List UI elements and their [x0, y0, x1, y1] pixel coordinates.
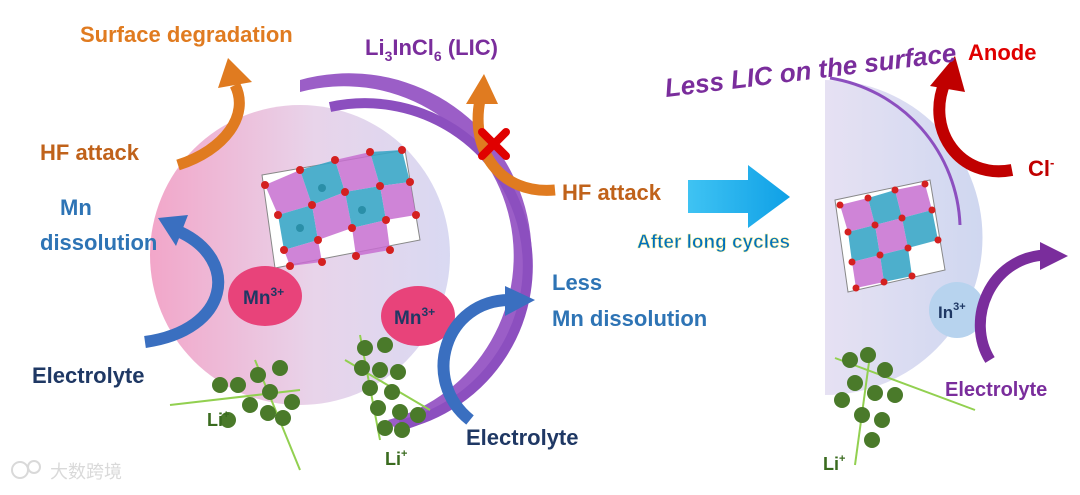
thin-lic-rim	[829, 76, 962, 226]
watermark-text: 大数跨境	[50, 462, 122, 483]
electrolyte-left-label: Electrolyte	[32, 363, 145, 388]
lic-coating-rim	[328, 98, 533, 430]
crystal-structure-right	[834, 179, 946, 293]
mn-ion-left: Mn3+	[228, 266, 302, 326]
x-mark-icon	[478, 128, 510, 160]
lic-formula-label: Li3InCl6 (LIC)	[365, 35, 498, 64]
li-cluster-right	[834, 347, 976, 466]
mn-ion-right-label: Mn3+	[394, 305, 435, 329]
watermark-logo: 大数跨境	[11, 460, 122, 483]
mn-ion-left-label: Mn3+	[243, 285, 284, 309]
hf-attack-left-label: HF attack	[40, 140, 140, 165]
crystal-structure-left	[261, 146, 421, 270]
surface-degradation-arrow	[176, 58, 252, 171]
after-cycles-arrow	[688, 165, 790, 228]
less-lic-label: Less LIC on the surface	[663, 37, 958, 103]
less-mn-dissolution-label: Mn dissolution	[552, 306, 707, 331]
li-label-right: Li+	[823, 453, 845, 474]
mn-ion-right: Mn3+	[381, 286, 455, 346]
chloride-label: Cl-	[1028, 155, 1054, 181]
li-label-left: Li+	[207, 409, 229, 430]
surface-degradation-label: Surface degradation	[80, 22, 293, 47]
li-label-mid: Li+	[385, 448, 407, 469]
in-ion: In3+	[929, 282, 985, 338]
less-label: Less	[552, 270, 602, 295]
in-dissolution-arrow	[974, 242, 1068, 363]
anode-arrow	[930, 56, 1014, 178]
mn-dissolution-label-line2: dissolution	[40, 230, 157, 255]
mn-dissolution-arrow-right	[437, 286, 535, 425]
li-cluster-left	[169, 334, 431, 471]
electrolyte-mid-label: Electrolyte	[466, 425, 579, 450]
hf-attack-right-label: HF attack	[562, 180, 662, 205]
mn-dissolution-label-line1: Mn	[60, 195, 92, 220]
in-ion-label: In3+	[938, 301, 966, 322]
anode-label: Anode	[968, 40, 1036, 65]
hf-attack-blocked-arrow	[466, 74, 556, 196]
after-long-cycles-label: After long cycles	[637, 232, 790, 253]
electrolyte-right-label: Electrolyte	[945, 379, 1047, 401]
mn-dissolution-arrow-left	[144, 215, 225, 348]
